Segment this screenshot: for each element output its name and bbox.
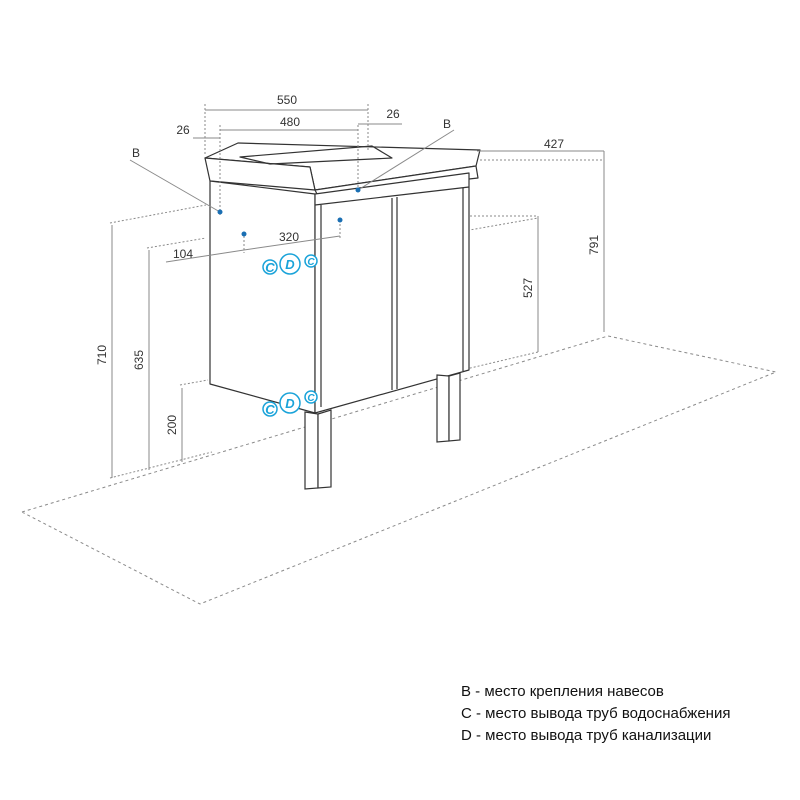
wall-guide	[461, 351, 539, 371]
port-c-label: C	[307, 257, 315, 268]
port-c-label: C	[265, 260, 275, 275]
port-d-icon	[279, 392, 301, 414]
wall-guide	[146, 237, 207, 249]
mount-point	[241, 231, 247, 237]
mount-point	[337, 217, 343, 223]
cabinet	[209, 172, 470, 414]
dim-480: 480	[280, 115, 300, 129]
legend-item-c: C - место вывода труб водоснабжения	[461, 705, 731, 722]
port-c-icon	[304, 390, 318, 404]
legend-item-d: D - место вывода труб канализации	[461, 727, 712, 744]
port-d-icon	[279, 253, 301, 275]
wall-guide	[109, 204, 207, 224]
dim-527: 527	[521, 278, 535, 298]
port-c-label: C	[265, 402, 275, 417]
mount-point	[217, 209, 223, 215]
port-c-label: C	[307, 393, 315, 404]
port-d-label: D	[285, 257, 295, 272]
port-d-label: D	[285, 396, 295, 411]
wall-guide	[109, 451, 213, 479]
dim-26-left: 26	[176, 123, 190, 137]
dim-104: 104	[173, 247, 193, 261]
dim-26-right: 26	[386, 107, 400, 121]
legend-item-b: B - место крепления навесов	[461, 683, 664, 700]
dim-427: 427	[544, 137, 564, 151]
dim-550: 550	[277, 93, 297, 107]
marker-b-right: B	[443, 117, 451, 131]
port-c-icon	[262, 259, 278, 275]
mount-point	[355, 187, 361, 193]
wall-guide	[179, 379, 209, 386]
floor-outline	[20, 335, 778, 605]
dimension-lines	[111, 104, 605, 478]
lower-ports: C D C	[262, 390, 318, 417]
legs	[304, 372, 461, 490]
dim-635: 635	[132, 350, 146, 370]
dim-200: 200	[165, 415, 179, 435]
marker-b-left: B	[132, 146, 140, 160]
legend: B - место крепления навесов C - место вы…	[461, 681, 730, 747]
upper-ports: C D C	[262, 253, 318, 275]
port-c-icon	[304, 254, 318, 268]
port-c-icon	[262, 401, 278, 417]
wall-guide	[309, 217, 539, 259]
dim-710: 710	[95, 345, 109, 365]
dim-791: 791	[587, 235, 601, 255]
dim-320: 320	[279, 230, 299, 244]
